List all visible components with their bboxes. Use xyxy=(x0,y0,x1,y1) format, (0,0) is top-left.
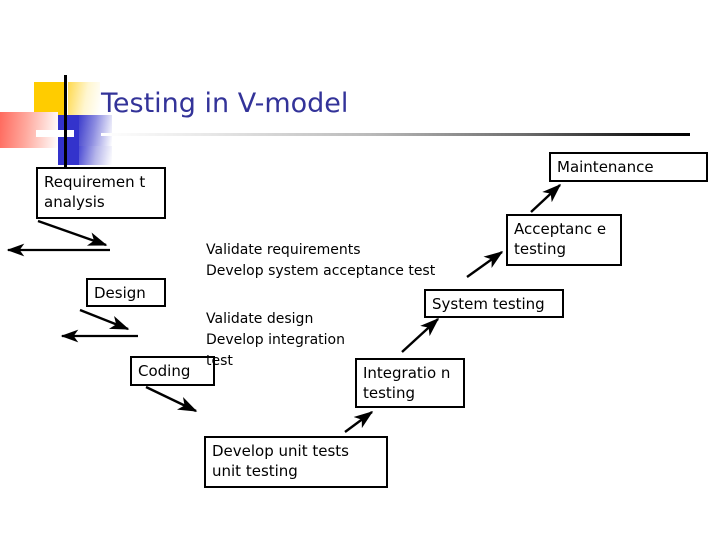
arrow-unit-to-integration xyxy=(344,411,374,433)
title-underline-rule xyxy=(101,133,690,136)
node-requirement-analysis[interactable]: Requiremen t analysis xyxy=(36,167,166,219)
node-coding[interactable]: Coding xyxy=(130,356,215,386)
decoration-blue-gradient-lower xyxy=(79,146,112,165)
node-unit-testing[interactable]: Develop unit tests unit testing xyxy=(204,436,388,488)
arrow-integration-to-system xyxy=(401,318,440,353)
arrow-requirement-diagonal xyxy=(37,219,108,247)
decoration-blue-gradient-upper xyxy=(79,115,112,146)
arrow-design-diagonal xyxy=(79,308,130,331)
node-acceptance-testing[interactable]: Acceptanc e testing xyxy=(506,214,622,266)
arrow-acceptance-to-maintenance xyxy=(530,184,562,213)
annotation-design-note: Validate design Develop integration test xyxy=(206,311,345,369)
decoration-vertical-line xyxy=(64,75,67,173)
decoration-white-stripe xyxy=(36,130,74,137)
node-integration-testing[interactable]: Integratio n testing xyxy=(355,358,465,408)
node-maintenance[interactable]: Maintenance xyxy=(549,152,708,182)
decoration-blue-square-lower xyxy=(58,146,79,165)
page-title: Testing in V-model xyxy=(101,88,349,119)
arrow-coding-diagonal xyxy=(145,385,198,413)
arrow-system-to-acceptance xyxy=(466,251,504,278)
decoration-yellow-square xyxy=(34,82,66,115)
annotation-requirements-note: Validate requirements Develop system acc… xyxy=(206,242,436,279)
node-design[interactable]: Design xyxy=(86,278,166,307)
node-system-testing[interactable]: System testing xyxy=(424,289,564,318)
decoration-yellow-gradient-square xyxy=(68,82,100,115)
